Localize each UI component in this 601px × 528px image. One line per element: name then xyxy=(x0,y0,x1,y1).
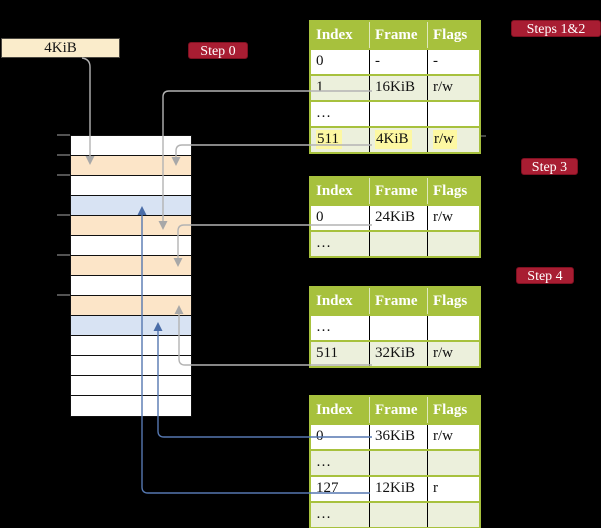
table-row: … xyxy=(311,501,479,527)
table-cell xyxy=(427,503,479,527)
table-cell xyxy=(427,451,479,475)
table-row: 0 24KiB r/w xyxy=(311,204,479,230)
table-row: … xyxy=(311,449,479,475)
table-cell: … xyxy=(316,506,331,522)
table-cell: 1 xyxy=(316,79,324,95)
memory-row-36kib xyxy=(71,316,191,336)
table-row-highlighted: 511 4KiB r/w xyxy=(311,126,479,152)
memory-row-24kib xyxy=(71,256,191,276)
badge-step-4: Step 4 xyxy=(516,267,574,284)
col-header-index: Index xyxy=(316,27,353,43)
table-cell: r/w xyxy=(427,76,479,100)
table-row: 0 - - xyxy=(311,48,479,74)
table-cell: … xyxy=(316,319,331,335)
col-header-index: Index xyxy=(316,293,353,309)
table-cell: 0 xyxy=(316,428,324,444)
col-header-flags: Flags xyxy=(427,288,479,314)
table-cell xyxy=(427,232,479,256)
memory-row-40kib xyxy=(71,336,191,356)
table-cell: 127 xyxy=(316,480,339,496)
table-row: … xyxy=(311,100,479,126)
table-cell: r/w xyxy=(427,425,479,449)
page-table-step-4: Index Frame Flags … 511 32KiB r/w xyxy=(309,286,481,368)
memory-row-20kib xyxy=(71,236,191,256)
table-cell: r/w xyxy=(427,342,479,366)
table-cell: … xyxy=(316,235,331,251)
table-header-row: Index Frame Flags xyxy=(311,22,479,48)
table-cell xyxy=(427,316,479,340)
table-cell: 511 xyxy=(311,128,369,152)
col-header-flags: Flags xyxy=(427,22,479,48)
table-cell: 32KiB xyxy=(369,342,427,366)
col-header-frame: Frame xyxy=(369,178,427,204)
table-cell: r/w xyxy=(427,128,479,152)
table-cell: 24KiB xyxy=(369,206,427,230)
table-row: … xyxy=(311,230,479,256)
col-header-frame: Frame xyxy=(369,22,427,48)
badge-steps-1-2: Steps 1&2 xyxy=(511,20,601,37)
col-header-flags: Flags xyxy=(427,397,479,423)
table-cell: 16KiB xyxy=(369,76,427,100)
table-cell xyxy=(369,316,427,340)
table-cell: 4KiB xyxy=(369,128,427,152)
table-cell: … xyxy=(316,105,331,121)
table-cell: r xyxy=(427,477,479,501)
table-cell: - xyxy=(427,50,479,74)
table-header-row: Index Frame Flags xyxy=(311,397,479,423)
page-table-bottom: Index Frame Flags 0 36KiB r/w … 127 12Ki… xyxy=(309,395,481,528)
memory-row-0kib xyxy=(71,136,191,156)
badge-step-0: Step 0 xyxy=(188,42,248,59)
memory-row-16kib xyxy=(71,216,191,236)
memory-row-32kib xyxy=(71,296,191,316)
table-cell: 36KiB xyxy=(369,425,427,449)
table-header-row: Index Frame Flags xyxy=(311,288,479,314)
page-table-step-3: Index Frame Flags 0 24KiB r/w … xyxy=(309,176,481,258)
col-header-index: Index xyxy=(316,183,353,199)
memory-row-44kib xyxy=(71,356,191,376)
table-cell xyxy=(369,232,427,256)
memory-tick-marks xyxy=(57,134,70,296)
table-cell xyxy=(427,102,479,126)
table-row: … xyxy=(311,314,479,340)
table-row: 1 16KiB r/w xyxy=(311,74,479,100)
page-table-steps-1-2: Index Frame Flags 0 - - 1 16KiB r/w … 51… xyxy=(309,20,481,154)
memory-row-48kib xyxy=(71,376,191,396)
memory-row-4kib xyxy=(71,156,191,176)
memory-row-8kib xyxy=(71,176,191,196)
table-header-row: Index Frame Flags xyxy=(311,178,479,204)
col-header-flags: Flags xyxy=(427,178,479,204)
col-header-frame: Frame xyxy=(369,288,427,314)
table-cell xyxy=(369,503,427,527)
frame-size-box: 4KiB xyxy=(1,38,120,58)
table-cell: 0 xyxy=(316,209,324,225)
badge-step-3: Step 3 xyxy=(521,158,578,175)
col-header-frame: Frame xyxy=(369,397,427,423)
col-header-index: Index xyxy=(316,402,353,418)
table-row: 127 12KiB r xyxy=(311,475,479,501)
table-row: 511 32KiB r/w xyxy=(311,340,479,366)
table-cell: 511 xyxy=(316,345,338,361)
table-cell: r/w xyxy=(427,206,479,230)
physical-memory-stack xyxy=(70,135,192,417)
memory-row-28kib xyxy=(71,276,191,296)
table-cell: - xyxy=(369,50,427,74)
memory-row-12kib xyxy=(71,196,191,216)
table-row: 0 36KiB r/w xyxy=(311,423,479,449)
table-cell: 0 xyxy=(316,53,324,69)
table-cell: … xyxy=(316,454,331,470)
table-cell: 12KiB xyxy=(369,477,427,501)
table-cell xyxy=(369,451,427,475)
memory-row-52kib xyxy=(71,396,191,416)
table-cell xyxy=(369,102,427,126)
